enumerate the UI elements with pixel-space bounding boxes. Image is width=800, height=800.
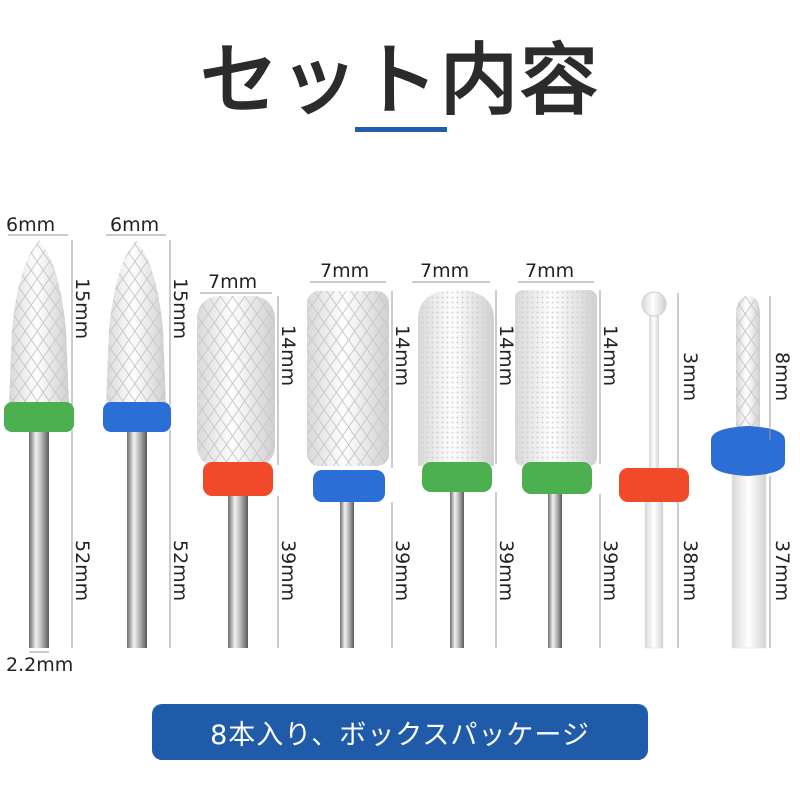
bit-ring: [522, 462, 592, 494]
drill-bit-8: [711, 296, 785, 649]
bit-shank: [644, 494, 664, 649]
bit-4-head-label: 14mm: [391, 325, 413, 386]
bit-ring: [103, 402, 171, 432]
bit-shank: [29, 428, 49, 648]
title-underline: [355, 127, 447, 132]
drill-bit-4: [307, 291, 389, 648]
bit-ring: [313, 470, 385, 502]
bit-ring: [203, 462, 273, 496]
bit-shank: [731, 459, 767, 649]
bit-ring: [4, 402, 74, 432]
bit-5-width-label: 7mm: [420, 260, 469, 282]
drill-bit-5: [418, 290, 494, 648]
bit-5-head-label: 14mm: [495, 325, 517, 386]
bit-ring: [619, 468, 689, 502]
bit-3-shank-label: 39mm: [277, 540, 299, 601]
bit-6-shank-label: 39mm: [599, 540, 621, 601]
bit-2-width-label: 6mm: [110, 214, 159, 236]
bit-2-shank-label: 52mm: [169, 540, 191, 601]
bit-1-shank-label: 52mm: [71, 540, 93, 601]
drill-bit-2: [103, 240, 171, 648]
bit-head: [641, 291, 667, 317]
bit-8-head-label: 8mm: [771, 352, 793, 401]
bit-7-shank-label: 38mm: [679, 540, 701, 601]
drill-bit-6: [515, 290, 597, 648]
bit-6-width-label: 7mm: [525, 260, 574, 282]
bit-5-shank-label: 39mm: [495, 540, 517, 601]
bit-4-width-label: 7mm: [320, 260, 369, 282]
drill-bit-1: [4, 240, 74, 648]
bit-4-shank-label: 39mm: [391, 540, 413, 601]
bit-shank: [340, 500, 354, 648]
bit-1-shank-diameter-label: 2.2mm: [6, 654, 73, 676]
drill-bit-7: [619, 291, 689, 649]
footer-text: 8本入り、ボックスパッケージ: [210, 719, 590, 751]
bit-8-shank-label: 37mm: [771, 540, 793, 601]
bit-ring: [711, 426, 785, 476]
footer-banner: 8本入り、ボックスパッケージ: [152, 704, 648, 760]
bit-shank: [450, 488, 464, 648]
bit-3-width-label: 7mm: [208, 271, 257, 293]
bit-2-head-label: 15mm: [169, 278, 191, 339]
bit-3-head-label: 14mm: [277, 325, 299, 386]
bit-1-width-label: 6mm: [6, 214, 55, 236]
bit-1-head-label: 15mm: [71, 278, 93, 339]
bit-6-head-label: 14mm: [599, 325, 621, 386]
bit-shank: [228, 490, 248, 648]
bit-ring: [422, 462, 492, 492]
bit-shank: [127, 428, 147, 648]
bit-shank: [548, 490, 562, 648]
page-title: セット内容: [199, 35, 600, 126]
dimension-lines: [8, 234, 771, 648]
bit-7-head-label: 3mm: [679, 352, 701, 401]
drill-bit-3: [197, 296, 275, 648]
